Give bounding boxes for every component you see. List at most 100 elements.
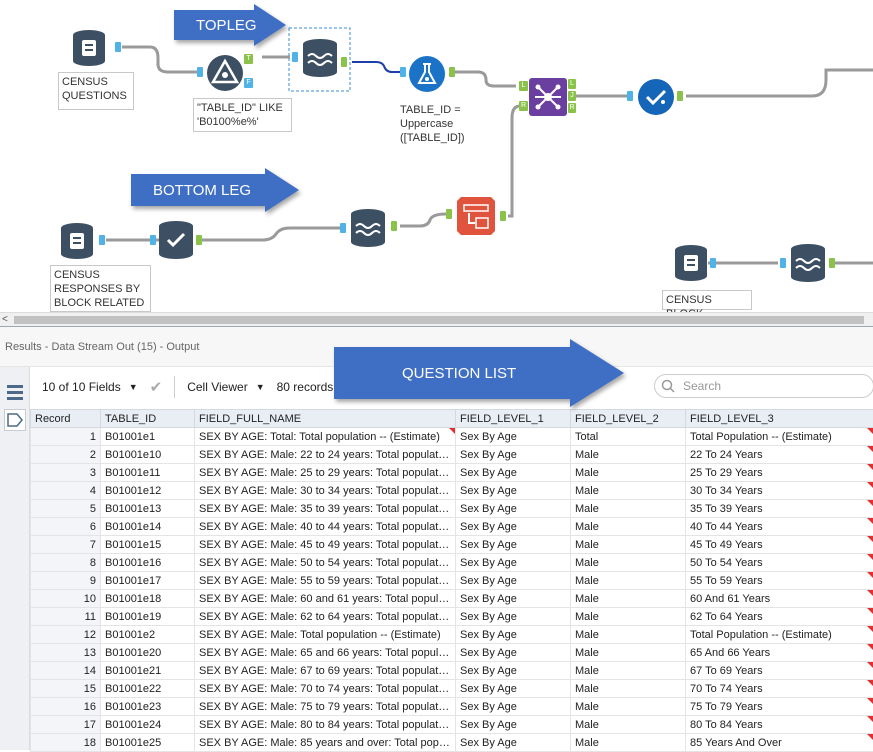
table-cell[interactable]: Male	[571, 680, 686, 698]
tag-icon[interactable]	[4, 409, 26, 431]
table-cell[interactable]: Sex By Age	[456, 680, 571, 698]
table-cell[interactable]: Total Population -- (Estimate)	[686, 626, 873, 644]
table-cell[interactable]: Male	[571, 626, 686, 644]
table-cell[interactable]: Sex By Age	[456, 644, 571, 662]
table-cell[interactable]: SEX BY AGE: Male: Total population -- (E…	[195, 626, 456, 644]
record-number-cell[interactable]: 16	[31, 698, 101, 716]
join-tool[interactable]	[529, 78, 567, 116]
table-cell[interactable]: SEX BY AGE: Male: 40 to 44 years: Total …	[195, 518, 456, 536]
table-cell[interactable]: Male	[571, 662, 686, 680]
data-cleansing-tool-bottom[interactable]	[350, 208, 386, 248]
table-cell[interactable]: B01001e16	[101, 554, 195, 572]
input-data-tool-block[interactable]	[674, 244, 708, 278]
record-number-cell[interactable]: 15	[31, 680, 101, 698]
table-cell[interactable]: B01001e13	[101, 500, 195, 518]
output-anchor[interactable]	[341, 57, 347, 67]
table-cell[interactable]: B01001e22	[101, 680, 195, 698]
output-anchor[interactable]	[99, 235, 105, 245]
table-cell[interactable]: Sex By Age	[456, 716, 571, 734]
table-cell[interactable]: 50 To 54 Years	[686, 554, 873, 572]
table-cell[interactable]: B01001e14	[101, 518, 195, 536]
record-number-cell[interactable]: 13	[31, 644, 101, 662]
input-anchor[interactable]	[292, 52, 298, 62]
column-header[interactable]: Record	[31, 410, 101, 428]
record-number-cell[interactable]: 5	[31, 500, 101, 518]
output-anchor[interactable]	[500, 211, 506, 221]
record-number-cell[interactable]: 2	[31, 446, 101, 464]
join-right-output[interactable]: R	[568, 103, 576, 113]
input-anchor[interactable]	[780, 258, 786, 268]
table-cell[interactable]: 25 To 29 Years	[686, 464, 873, 482]
column-header[interactable]: FIELD_LEVEL_2	[571, 410, 686, 428]
data-cleansing-tool-block[interactable]	[790, 243, 826, 283]
table-cell[interactable]: SEX BY AGE: Male: 35 to 39 years: Total …	[195, 500, 456, 518]
input-anchor[interactable]	[197, 67, 203, 77]
record-number-cell[interactable]: 4	[31, 482, 101, 500]
false-anchor[interactable]: F	[244, 78, 253, 88]
record-number-cell[interactable]: 9	[31, 572, 101, 590]
table-cell[interactable]: Male	[571, 536, 686, 554]
table-cell[interactable]: SEX BY AGE: Male: 67 to 69 years: Total …	[195, 662, 456, 680]
output-anchor[interactable]	[196, 235, 202, 245]
table-cell[interactable]: SEX BY AGE: Male: 75 to 79 years: Total …	[195, 698, 456, 716]
table-cell[interactable]: 30 To 34 Years	[686, 482, 873, 500]
input-data-tool-responses[interactable]	[60, 222, 94, 256]
filter-tool[interactable]	[206, 54, 240, 88]
table-cell[interactable]: Male	[571, 446, 686, 464]
table-cell[interactable]: Male	[571, 518, 686, 536]
join-right-input[interactable]: R	[519, 101, 528, 111]
output-anchor[interactable]	[829, 258, 835, 268]
browse-tool-bottom[interactable]	[158, 220, 194, 260]
list-view-icon[interactable]	[6, 383, 24, 401]
column-header[interactable]: FIELD_LEVEL_1	[456, 410, 571, 428]
join-left-input[interactable]: L	[519, 81, 528, 91]
table-cell[interactable]: Sex By Age	[456, 536, 571, 554]
table-cell[interactable]: B01001e2	[101, 626, 195, 644]
table-cell[interactable]: Sex By Age	[456, 572, 571, 590]
input-data-tool-questions[interactable]	[72, 29, 106, 63]
output-anchor[interactable]	[710, 258, 716, 268]
table-cell[interactable]: 80 To 84 Years	[686, 716, 873, 734]
table-cell[interactable]: Sex By Age	[456, 626, 571, 644]
table-cell[interactable]: Total	[571, 428, 686, 446]
table-cell[interactable]: SEX BY AGE: Male: 25 to 29 years: Total …	[195, 464, 456, 482]
table-cell[interactable]: Sex By Age	[456, 500, 571, 518]
table-cell[interactable]: 65 And 66 Years	[686, 644, 873, 662]
record-number-cell[interactable]: 8	[31, 554, 101, 572]
record-number-cell[interactable]: 6	[31, 518, 101, 536]
table-cell[interactable]: Sex By Age	[456, 446, 571, 464]
input-anchor[interactable]	[150, 235, 156, 245]
table-cell[interactable]: B01001e17	[101, 572, 195, 590]
table-cell[interactable]: 75 To 79 Years	[686, 698, 873, 716]
cell-viewer-dropdown[interactable]: Cell Viewer ▼	[187, 380, 264, 394]
table-cell[interactable]: SEX BY AGE: Male: 22 to 24 years: Total …	[195, 446, 456, 464]
table-cell[interactable]: Sex By Age	[456, 554, 571, 572]
table-cell[interactable]: B01001e15	[101, 536, 195, 554]
table-cell[interactable]: B01001e10	[101, 446, 195, 464]
input-anchor[interactable]	[627, 91, 633, 101]
table-cell[interactable]: Male	[571, 716, 686, 734]
table-cell[interactable]: SEX BY AGE: Male: 65 and 66 years: Total…	[195, 644, 456, 662]
table-cell[interactable]: B01001e20	[101, 644, 195, 662]
record-number-cell[interactable]: 1	[31, 428, 101, 446]
table-cell[interactable]: Sex By Age	[456, 428, 571, 446]
table-cell[interactable]: B01001e11	[101, 464, 195, 482]
table-cell[interactable]: Male	[571, 482, 686, 500]
table-cell[interactable]: Male	[571, 698, 686, 716]
table-cell[interactable]: Male	[571, 590, 686, 608]
table-cell[interactable]: Sex By Age	[456, 608, 571, 626]
table-cell[interactable]: B01001e21	[101, 662, 195, 680]
output-anchor[interactable]	[391, 221, 397, 231]
table-cell[interactable]: Sex By Age	[456, 518, 571, 536]
column-header[interactable]: TABLE_ID	[101, 410, 195, 428]
